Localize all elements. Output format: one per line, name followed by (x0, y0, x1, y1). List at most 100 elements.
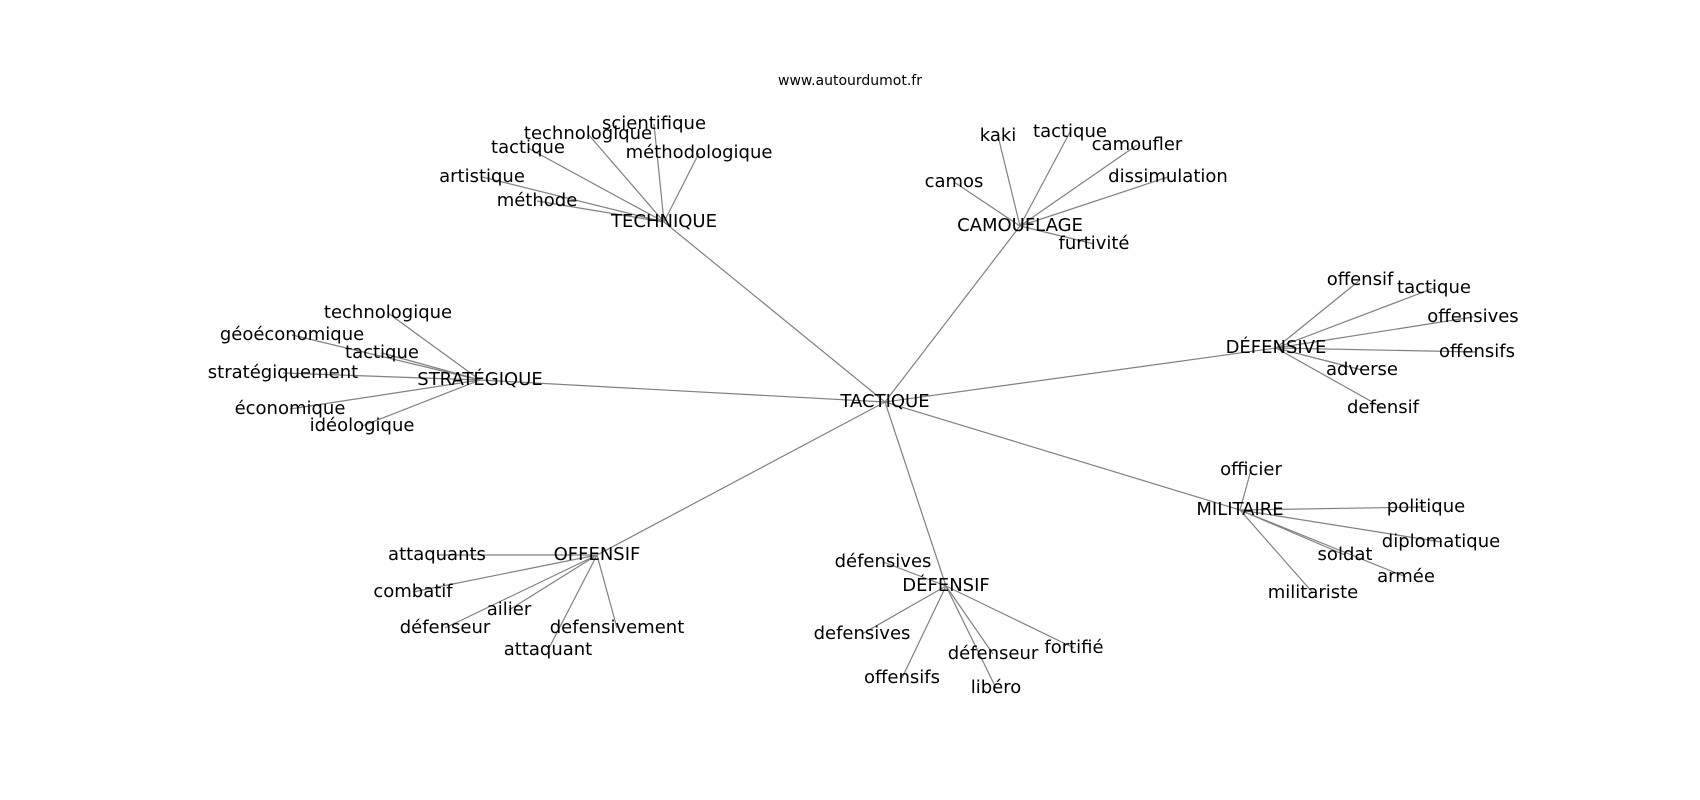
leaf-node-technique-methodologique: méthodologique (626, 142, 773, 163)
edge-militaire-politique (1239, 506, 1427, 511)
leaf-node-strategique-technologique: technologique (324, 302, 452, 323)
leaf-node-strategique-economique: économique (235, 398, 346, 419)
labels-layer: TACTIQUETECHNIQUEscientifiquetechnologiq… (208, 113, 1519, 698)
edge-militaire-militariste (1239, 509, 1314, 594)
edge-technique-scientifique (653, 123, 665, 223)
hub-node-technique: TECHNIQUE (610, 211, 717, 232)
leaf-node-strategique-tactique: tactique (345, 342, 419, 363)
edge-strategique-ideologique (361, 379, 481, 427)
edge-militaire-officier (1239, 469, 1252, 511)
hub-node-strategique: STRATÉGIQUE (417, 368, 542, 390)
edge-center-defensive (884, 347, 1277, 403)
leaf-node-technique-artistique: artistique (439, 166, 525, 187)
leaf-node-defensive-defensif: defensif (1347, 397, 1420, 418)
edge-defensif-fortifie (945, 585, 1075, 649)
edge-defensive-defensif (1275, 347, 1384, 409)
edge-defensif-defenseur (945, 585, 994, 655)
edge-technique-methodologique (663, 152, 700, 223)
leaf-node-strategique-strategiquement: stratégiquement (208, 362, 358, 383)
edge-center-offensif (596, 401, 886, 556)
edge-center-militaire (884, 401, 1241, 511)
edge-defensive-offensives (1275, 316, 1474, 349)
edge-defensive-offensifs (1275, 347, 1478, 353)
leaf-node-technique-methode: méthode (497, 190, 578, 211)
edge-offensif-combatif (412, 554, 598, 593)
leaf-node-militaire-politique: politique (1387, 496, 1465, 517)
leaf-node-technique-tactique: tactique (491, 137, 565, 158)
leaf-node-technique-technologique: technologique (524, 123, 652, 144)
edge-technique-tactique (527, 147, 665, 223)
leaf-node-defensive-offensives: offensives (1427, 306, 1518, 327)
leaf-node-camouflage-kaki: kaki (980, 125, 1017, 146)
leaf-node-strategique-ideologique: idéologique (310, 415, 415, 436)
edge-strategique-geoeconomique (291, 334, 481, 381)
edge-defensif-defensives (861, 585, 947, 635)
leaf-node-camouflage-camos: camos (925, 171, 984, 192)
hub-node-defensif: DÉFENSIF (902, 574, 990, 596)
leaf-node-camouflage-camoufler: camoufler (1092, 134, 1183, 155)
leaf-node-offensif-attaquants: attaquants (388, 544, 486, 565)
leaf-node-offensif-ailier: ailier (487, 599, 532, 620)
leaf-node-defensif-defenseur: défenseur (948, 643, 1039, 664)
leaf-node-offensif-defenseur: défenseur (400, 617, 491, 638)
leaf-node-defensive-tactique: tactique (1397, 277, 1471, 298)
edge-offensif-ailier (508, 554, 598, 611)
leaf-node-technique-scientifique: scientifique (602, 113, 706, 134)
leaf-node-camouflage-dissimulation: dissimulation (1108, 166, 1228, 187)
leaf-node-defensive-adverse: adverse (1326, 359, 1398, 380)
edge-strategique-tactique (381, 352, 481, 381)
leaf-node-defensive-offensif: offensif (1327, 269, 1394, 290)
leaf-node-defensif-defensives: défensives (835, 551, 932, 572)
leaf-node-strategique-geoeconomique: géoéconomique (220, 324, 364, 345)
leaf-node-defensif-offensifs: offensifs (864, 667, 940, 688)
leaf-node-offensif-defensivement: defensivement (550, 617, 685, 638)
edge-technique-methode (536, 200, 665, 223)
edge-camouflage-dissimulation (1019, 176, 1169, 227)
leaf-node-offensif-attaquant: attaquant (504, 639, 593, 660)
edge-center-defensif (884, 401, 947, 587)
leaf-node-militaire-diplomatique: diplomatique (1382, 531, 1500, 552)
edge-strategique-strategiquement (282, 372, 481, 381)
edge-camouflage-camos (953, 181, 1021, 227)
hub-node-militaire: MILITAIRE (1196, 499, 1283, 520)
edge-defensif-libero (945, 585, 997, 689)
edge-center-camouflage (884, 225, 1021, 403)
leaf-node-offensif-combatif: combatif (373, 581, 453, 602)
leaf-node-camouflage-tactique: tactique (1033, 121, 1107, 142)
edge-camouflage-camoufler (1019, 144, 1138, 227)
leaf-node-militaire-militariste: militariste (1268, 582, 1359, 603)
edge-defensif-defensives (882, 561, 947, 587)
edge-strategique-economique (289, 379, 481, 410)
leaf-node-defensive-offensifs: offensifs (1439, 341, 1515, 362)
edge-offensif-defensivement (596, 554, 618, 629)
edges-layer (282, 123, 1478, 689)
edge-offensif-defenseur (444, 554, 598, 629)
center-node-label: TACTIQUE (839, 391, 929, 412)
leaf-node-militaire-armee: armée (1377, 566, 1435, 587)
edge-technique-artistique (481, 176, 665, 223)
leaf-node-defensif-fortifie: fortifié (1044, 637, 1103, 658)
hub-node-camouflage: CAMOUFLAGE (957, 215, 1083, 236)
leaf-node-militaire-officier: officier (1220, 459, 1282, 480)
edge-defensive-tactique (1275, 287, 1435, 349)
edge-militaire-diplomatique (1239, 509, 1442, 543)
leaf-node-defensif-libero: libéro (971, 677, 1022, 698)
edge-technique-technologique (587, 133, 665, 223)
hub-node-defensive: DÉFENSIVE (1226, 336, 1327, 358)
edge-offensif-attaquant (547, 554, 598, 651)
edge-camouflage-furtivite (1019, 225, 1095, 245)
leaf-node-camouflage-furtivite: furtivité (1059, 233, 1130, 254)
edge-camouflage-tactique (1019, 131, 1071, 227)
edge-defensive-offensif (1275, 279, 1361, 349)
hub-node-offensif: OFFENSIF (554, 544, 641, 565)
edge-militaire-armee (1239, 509, 1407, 578)
edge-center-technique (663, 221, 886, 403)
site-watermark: www.autourdumot.fr (778, 73, 922, 89)
leaf-node-defensif-defensives: defensives (814, 623, 911, 644)
edge-center-strategique (479, 379, 886, 403)
edge-strategique-technologique (387, 312, 481, 381)
edge-camouflage-kaki (997, 135, 1021, 227)
edge-defensif-offensifs (901, 585, 947, 679)
edge-defensive-adverse (1275, 347, 1363, 371)
